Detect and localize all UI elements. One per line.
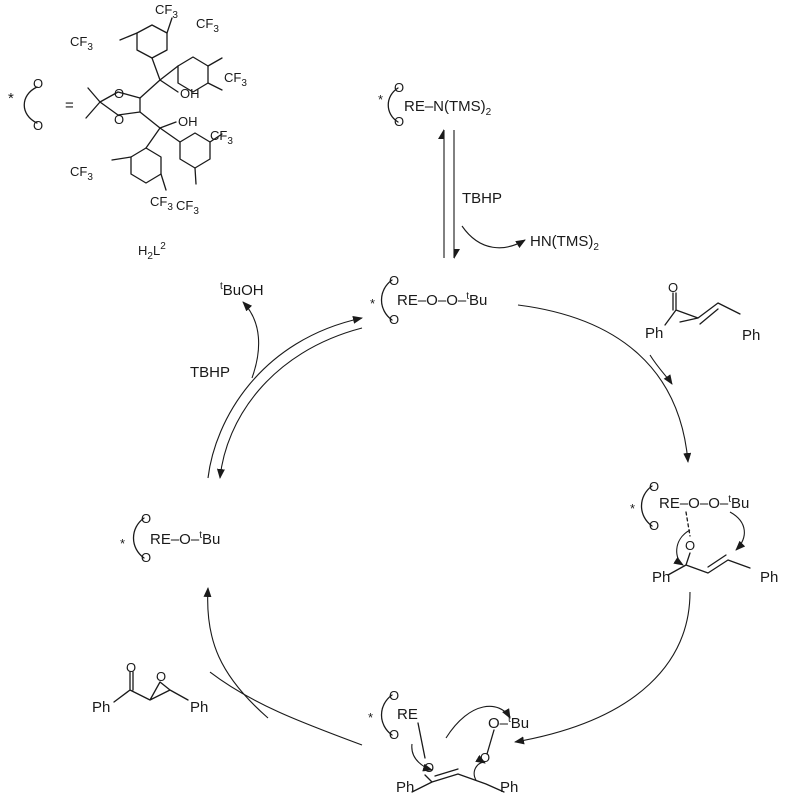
precursor-complex: * O O RE–N(TMS)2: [378, 80, 492, 129]
cf3-7: CF3: [176, 198, 199, 217]
svg-text:O: O: [389, 312, 399, 327]
cf3-8: CF3: [210, 128, 233, 147]
aryl-ring-1: [136, 24, 168, 59]
svg-text:O: O: [668, 280, 678, 295]
cf3-4: CF3: [224, 70, 247, 89]
tbuoh-release-arrow: [242, 301, 260, 379]
ligand-name: H2L2: [138, 241, 166, 262]
cycle-arrow-right-bottom: [514, 591, 691, 745]
svg-text:O: O: [389, 273, 399, 288]
dioxolane-ring: [85, 87, 141, 119]
svg-text:*: *: [630, 501, 635, 516]
cycle-arrow-left-up-lower: [203, 587, 269, 719]
svg-text:Ph: Ph: [190, 699, 208, 716]
svg-text:Ph: Ph: [396, 779, 414, 796]
cycle-arrow-left-down: [216, 327, 363, 479]
svg-text:O: O: [126, 660, 136, 675]
svg-text:O: O: [649, 479, 659, 494]
svg-text:Ph: Ph: [742, 327, 760, 344]
svg-text:Ph: Ph: [652, 569, 670, 586]
chiral-star: *: [8, 90, 14, 107]
svg-text:O: O: [649, 518, 659, 533]
epoxide-product: Ph O O Ph: [92, 660, 208, 716]
svg-text:O: O: [389, 727, 399, 742]
svg-text:Ph: Ph: [760, 569, 778, 586]
aryl-ring-4: [179, 132, 211, 169]
ligand-o-bottom: O: [33, 118, 43, 133]
svg-text:*: *: [120, 536, 125, 551]
cycle-arrow-left-up: [207, 315, 363, 479]
svg-text:*: *: [368, 710, 373, 725]
hydroxyl-bottom: OH: [178, 114, 198, 129]
svg-text:Ph: Ph: [645, 325, 663, 342]
svg-text:*: *: [378, 92, 383, 107]
coordinated-label: RE–O–O–tBu: [659, 494, 749, 512]
ligand-o-top: O: [33, 76, 43, 91]
coordinated-complex: * O O RE–O–O–tBu O Ph Ph: [630, 479, 778, 586]
cf3-2: CF3: [70, 34, 93, 53]
chalcone-substrate: Ph O Ph: [645, 280, 760, 344]
hn-release-arrow: [461, 225, 526, 249]
svg-text:O: O: [156, 669, 166, 684]
diolate-arc: [23, 86, 38, 124]
tbhp-left-label: TBHP: [190, 364, 230, 381]
precursor-label: RE–N(TMS)2: [404, 98, 492, 118]
substrate-in-arrow: [649, 354, 673, 385]
ligand-legend: * O O = O O OH OH CF3 CF3 CF3 CF3 CF3 CF…: [8, 2, 247, 262]
aryl-ring-3: [130, 147, 162, 184]
alkoxide-complex: * O O RE–O–tBu: [120, 511, 220, 565]
dioxolane-o-top: O: [114, 86, 124, 101]
svg-text:O: O: [389, 688, 399, 703]
svg-text:O: O: [141, 550, 151, 565]
transition-complex: * O O RE O O–tBu O Ph Ph: [368, 688, 529, 796]
svg-text:O: O: [394, 114, 404, 129]
dioxolane-o-bottom: O: [114, 112, 124, 127]
svg-text:O: O: [685, 538, 695, 553]
hn-tms-label: HN(TMS)2: [530, 233, 599, 253]
cf3-6: CF3: [150, 194, 173, 213]
svg-text:Ph: Ph: [500, 779, 518, 796]
cf3-1: CF3: [155, 2, 178, 21]
svg-text:O: O: [141, 511, 151, 526]
cycle-arrow-bottom-left: [209, 671, 363, 746]
hydroxyl-top: OH: [180, 86, 200, 101]
tbhp-top-label: TBHP: [462, 190, 502, 207]
svg-text:RE: RE: [397, 706, 418, 723]
tbuoh-label: tBuOH: [220, 281, 264, 299]
peroxide-label: RE–O–O–tBu: [397, 291, 487, 309]
svg-text:Ph: Ph: [92, 699, 110, 716]
svg-text:O–tBu: O–tBu: [488, 714, 529, 732]
cycle-arrow-right-down: [517, 304, 692, 463]
svg-text:*: *: [370, 296, 375, 311]
alkoxide-label: RE–O–tBu: [150, 530, 220, 548]
peroxide-complex: * O O RE–O–O–tBu: [370, 273, 487, 327]
equals-sign: =: [65, 97, 74, 114]
cf3-5: CF3: [70, 164, 93, 183]
cf3-3: CF3: [196, 16, 219, 35]
svg-text:O: O: [394, 80, 404, 95]
